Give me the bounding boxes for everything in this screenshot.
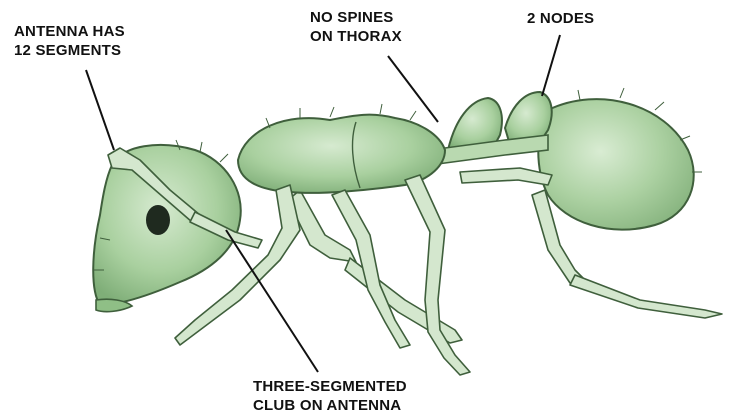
leader-nodes — [542, 35, 560, 96]
label-club-line-2: CLUB ON ANTENNA — [253, 396, 407, 415]
gaster — [538, 99, 693, 229]
label-club-line-1: THREE-SEGMENTED — [253, 377, 407, 396]
label-no-spines: NO SPINES ON THORAX — [310, 8, 402, 46]
label-nodes-line-1: 2 NODES — [527, 9, 594, 28]
label-two-nodes: 2 NODES — [527, 9, 594, 28]
label-spines-line-2: ON THORAX — [310, 27, 402, 46]
leader-spines — [388, 56, 438, 122]
label-antenna-line-2: 12 SEGMENTS — [14, 41, 125, 60]
label-spines-line-1: NO SPINES — [310, 8, 402, 27]
label-antenna-line-1: ANTENNA HAS — [14, 22, 125, 41]
eye — [146, 205, 170, 235]
label-antenna-segments: ANTENNA HAS 12 SEGMENTS — [14, 22, 125, 60]
leader-antenna — [86, 70, 114, 150]
label-antenna-club: THREE-SEGMENTED CLUB ON ANTENNA — [253, 377, 407, 415]
